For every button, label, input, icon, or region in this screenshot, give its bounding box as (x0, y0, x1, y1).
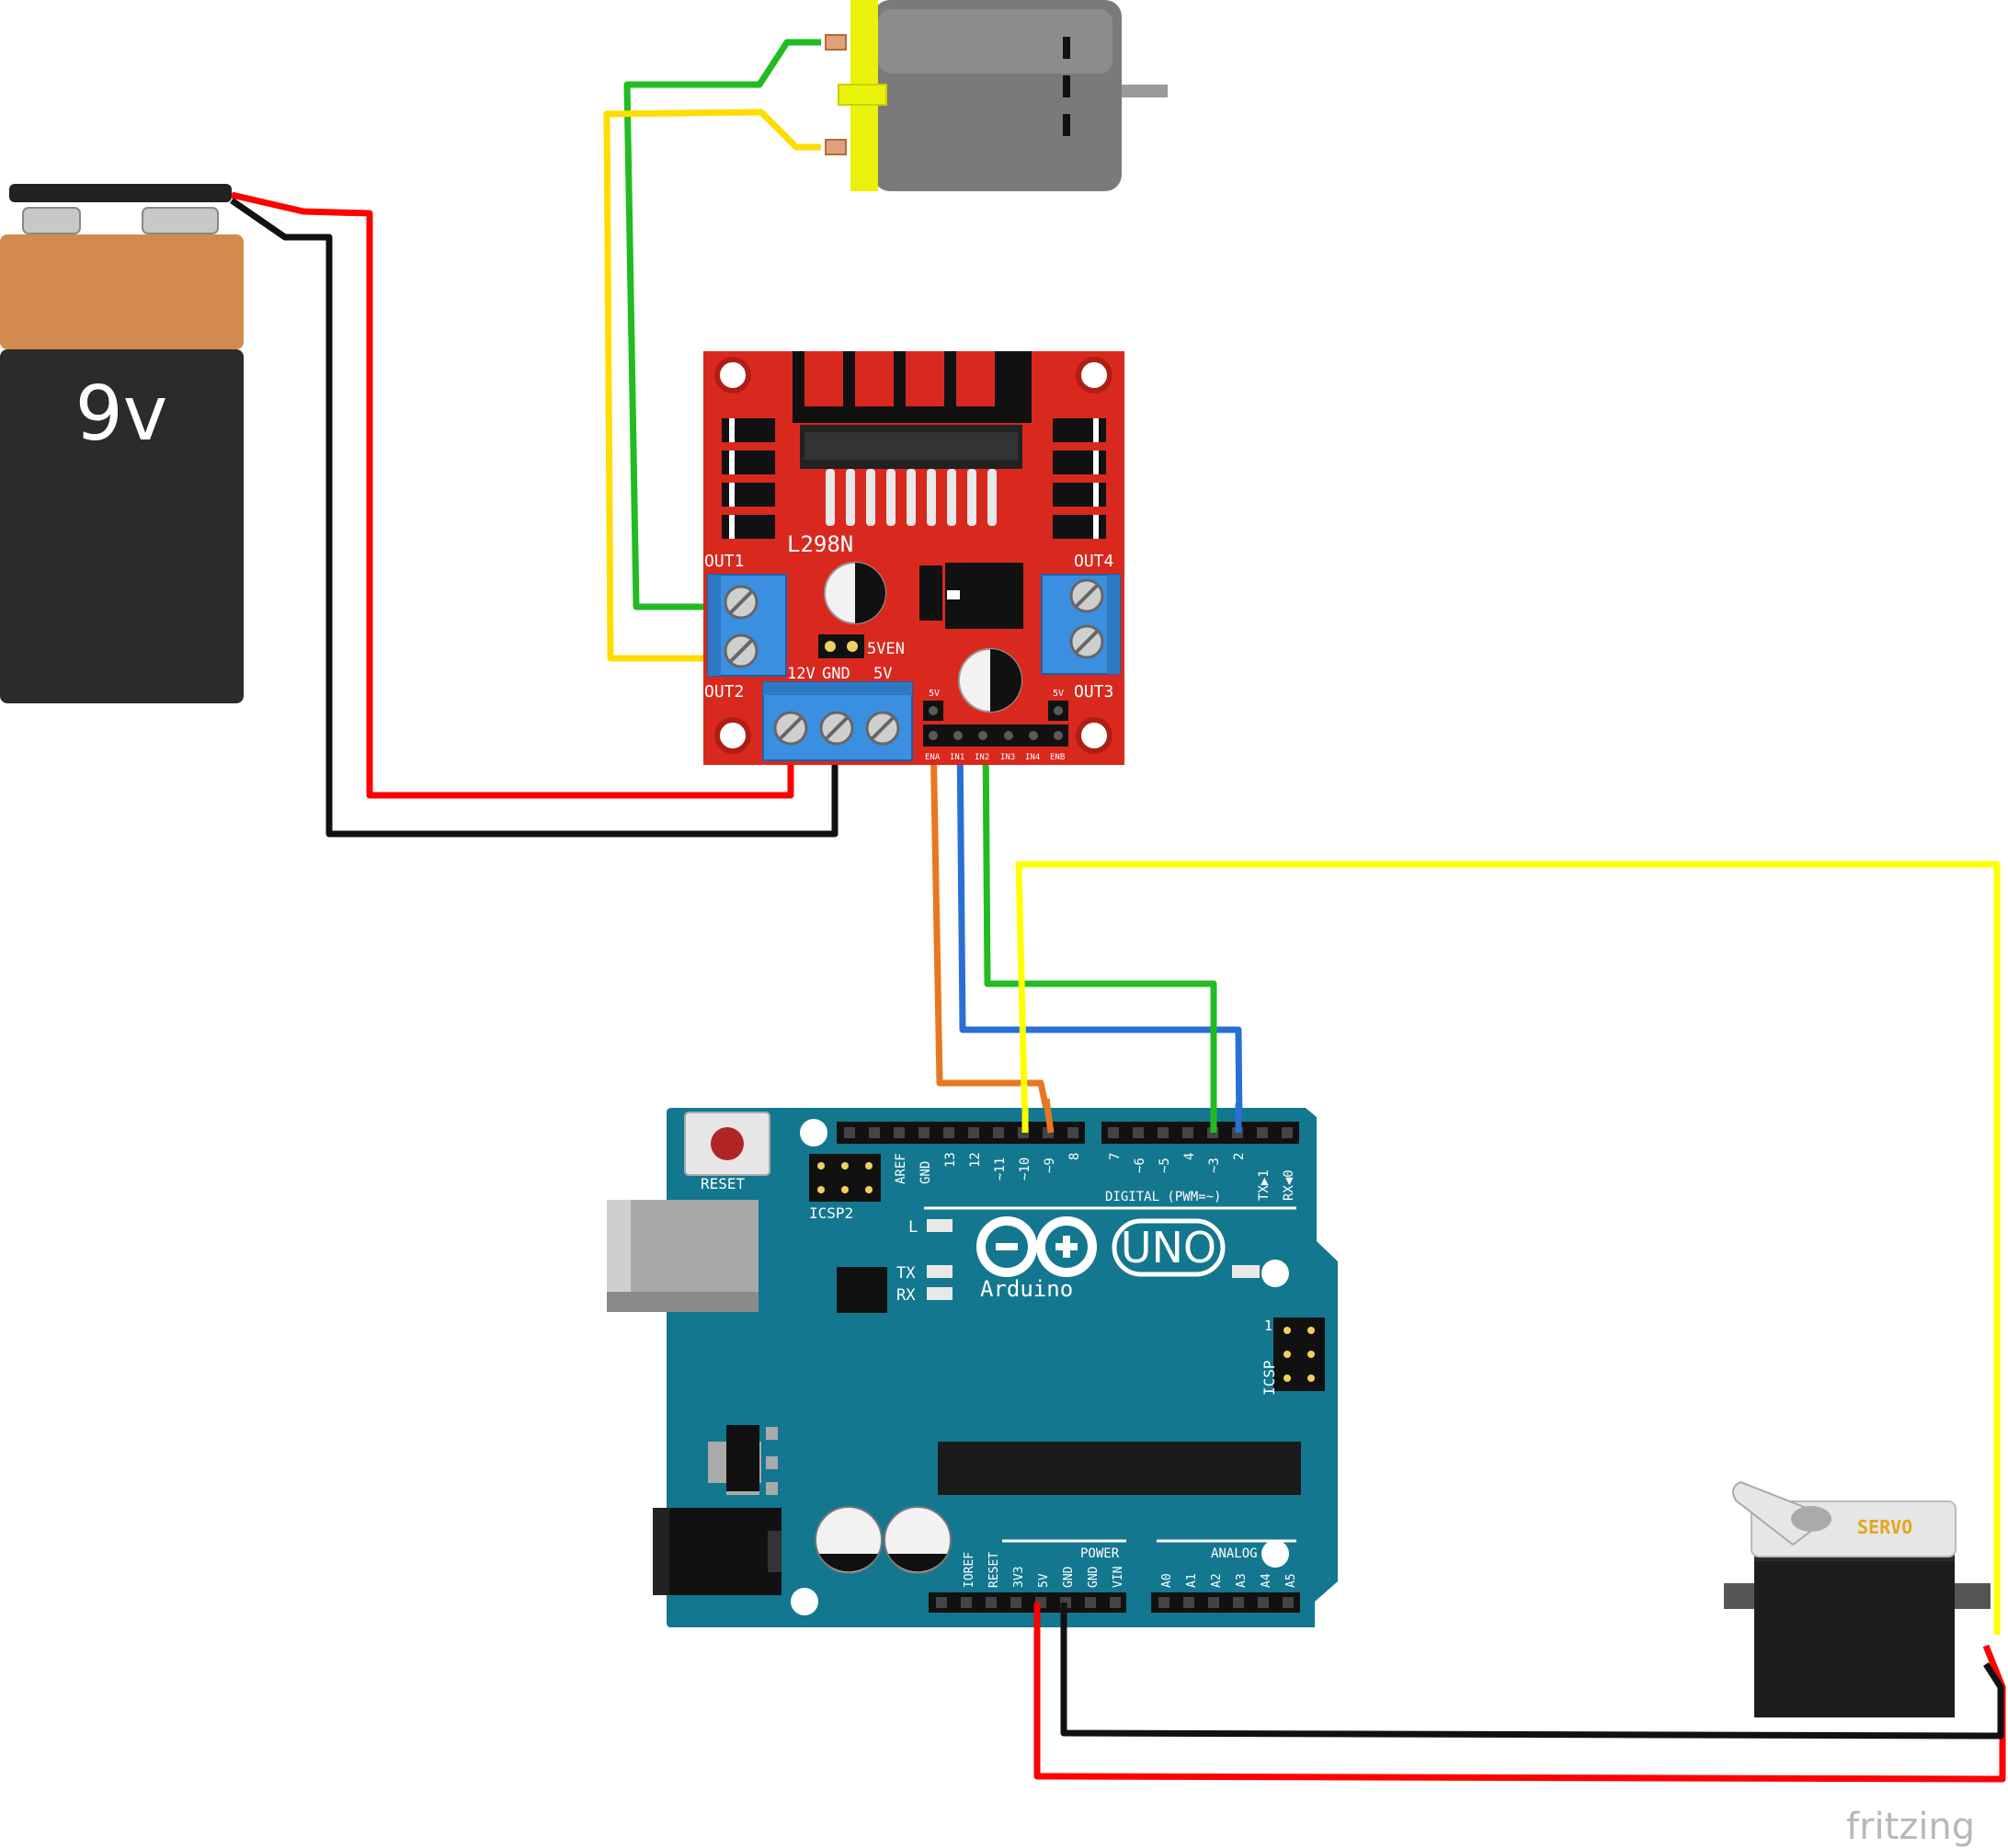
logic-5v-right: 5V (1053, 689, 1064, 699)
board-brand: Arduino (980, 1276, 1073, 1302)
pin-label-5v: 5V (1037, 1573, 1051, 1588)
wire-ena-orange (930, 735, 1055, 1132)
pin-label-9: ~9 (1043, 1158, 1057, 1173)
pin-label-ioref: IOREF (963, 1552, 976, 1588)
pin-label-vin: VIN (1112, 1567, 1125, 1588)
pin-label-a0: A0 (1160, 1573, 1174, 1588)
pin-label-aref: AREF (894, 1153, 908, 1184)
wire-battery-negative (230, 198, 839, 838)
pin-label-rx0: RX◀0 (1282, 1169, 1296, 1201)
pin-label-a1: A1 (1185, 1573, 1199, 1588)
logic-pin-in2: IN2 (975, 753, 989, 762)
pin-label-gnd: GND (918, 1161, 933, 1184)
pin-label-a3: A3 (1235, 1573, 1249, 1588)
analog-header-label: ANALOG IN (1211, 1546, 1281, 1561)
led-l-label: L (908, 1218, 918, 1237)
wire-servo-signal (1015, 861, 2001, 1635)
pin-label-gnd-a: GND (1062, 1566, 1076, 1588)
led-tx-label: TX (896, 1264, 916, 1283)
battery-label: 9v (75, 371, 168, 458)
power-label-5v: 5V (873, 665, 892, 683)
servo-motor: SERVO (1724, 1480, 1991, 1717)
logic-pin-in4: IN4 (1025, 753, 1040, 762)
logic-pin-in3: IN3 (1000, 753, 1015, 762)
pin-label-a5: A5 (1284, 1573, 1298, 1588)
jumper-label: 5VEN (867, 640, 905, 658)
icsp-pin1-label: 1 (1264, 1318, 1272, 1334)
digital-header-label: DIGITAL (PWM=~) (1105, 1190, 1221, 1204)
pin-label-gnd-b: GND (1087, 1566, 1101, 1588)
pin-label-6: ~6 (1133, 1158, 1147, 1173)
pin-label-10: ~10 (1018, 1158, 1033, 1181)
pin-label-4: 4 (1182, 1153, 1197, 1160)
fritzing-watermark: fritzing (1846, 1806, 1975, 1848)
icsp-label: ICSP (1261, 1360, 1278, 1396)
pin-label-12: 12 (968, 1152, 983, 1168)
pin-label-5: ~5 (1158, 1158, 1172, 1173)
power-header-label: POWER (1080, 1546, 1120, 1561)
pin-label-11: ~11 (993, 1158, 1008, 1181)
pin-label-7: 7 (1108, 1153, 1123, 1160)
wire-battery-positive (231, 191, 794, 799)
out4-label: OUT4 (1074, 552, 1113, 571)
wire-in1-blue (956, 735, 1243, 1132)
wire-motor-yellow (603, 108, 821, 662)
led-on-label: ON (1263, 1264, 1282, 1283)
out1-label: OUT1 (704, 552, 744, 571)
dc-motor (825, 0, 1168, 191)
wire-servo-ground (1060, 1604, 2004, 1740)
pin-label-3: ~3 (1207, 1158, 1222, 1173)
arduino-uno-board: RESET ICSP2 AREF GND 13 12 ~11 ~10 ~9 8 (607, 1108, 1338, 1627)
battery-9v: 9v (0, 184, 244, 703)
out2-label: OUT2 (704, 682, 744, 702)
icsp2-label: ICSP2 (809, 1204, 853, 1222)
servo-label: SERVO (1857, 1516, 1912, 1538)
power-label-12v: 12V (787, 665, 816, 683)
wire-in2-green (982, 735, 1217, 1131)
pin-label-tx1: TX▶1 (1257, 1169, 1272, 1201)
logic-pin-ena: ENA (925, 753, 941, 762)
pin-label-2: 2 (1232, 1153, 1247, 1160)
out3-label: OUT3 (1074, 682, 1113, 702)
pin-label-3v3: 3V3 (1012, 1567, 1026, 1588)
logic-pin-enb: ENB (1050, 753, 1065, 762)
pin-label-8: 8 (1067, 1153, 1082, 1160)
wire-servo-power (1033, 1604, 2006, 1783)
driver-chip-label: L298N (787, 531, 853, 557)
arduino-infinity-logo (976, 1216, 1097, 1277)
pin-label-a2: A2 (1210, 1573, 1224, 1588)
pin-label-a4: A4 (1260, 1573, 1273, 1588)
logic-5v-left: 5V (929, 689, 940, 699)
wire-end-pin9 (1043, 1098, 1055, 1134)
reset-button-label: RESET (701, 1175, 746, 1192)
pin-label-13: 13 (943, 1152, 958, 1168)
board-model: UNO (1121, 1223, 1216, 1272)
led-rx-label: RX (896, 1286, 916, 1305)
power-label-gnd: GND (822, 665, 850, 683)
logic-pin-in1: IN1 (950, 753, 964, 762)
pin-label-reset: RESET (987, 1552, 1001, 1588)
wire-motor-green (623, 39, 821, 610)
l298n-driver-board: L298N 5VEN OUT1 OUT4 OUT2 OUT3 (703, 351, 1124, 765)
